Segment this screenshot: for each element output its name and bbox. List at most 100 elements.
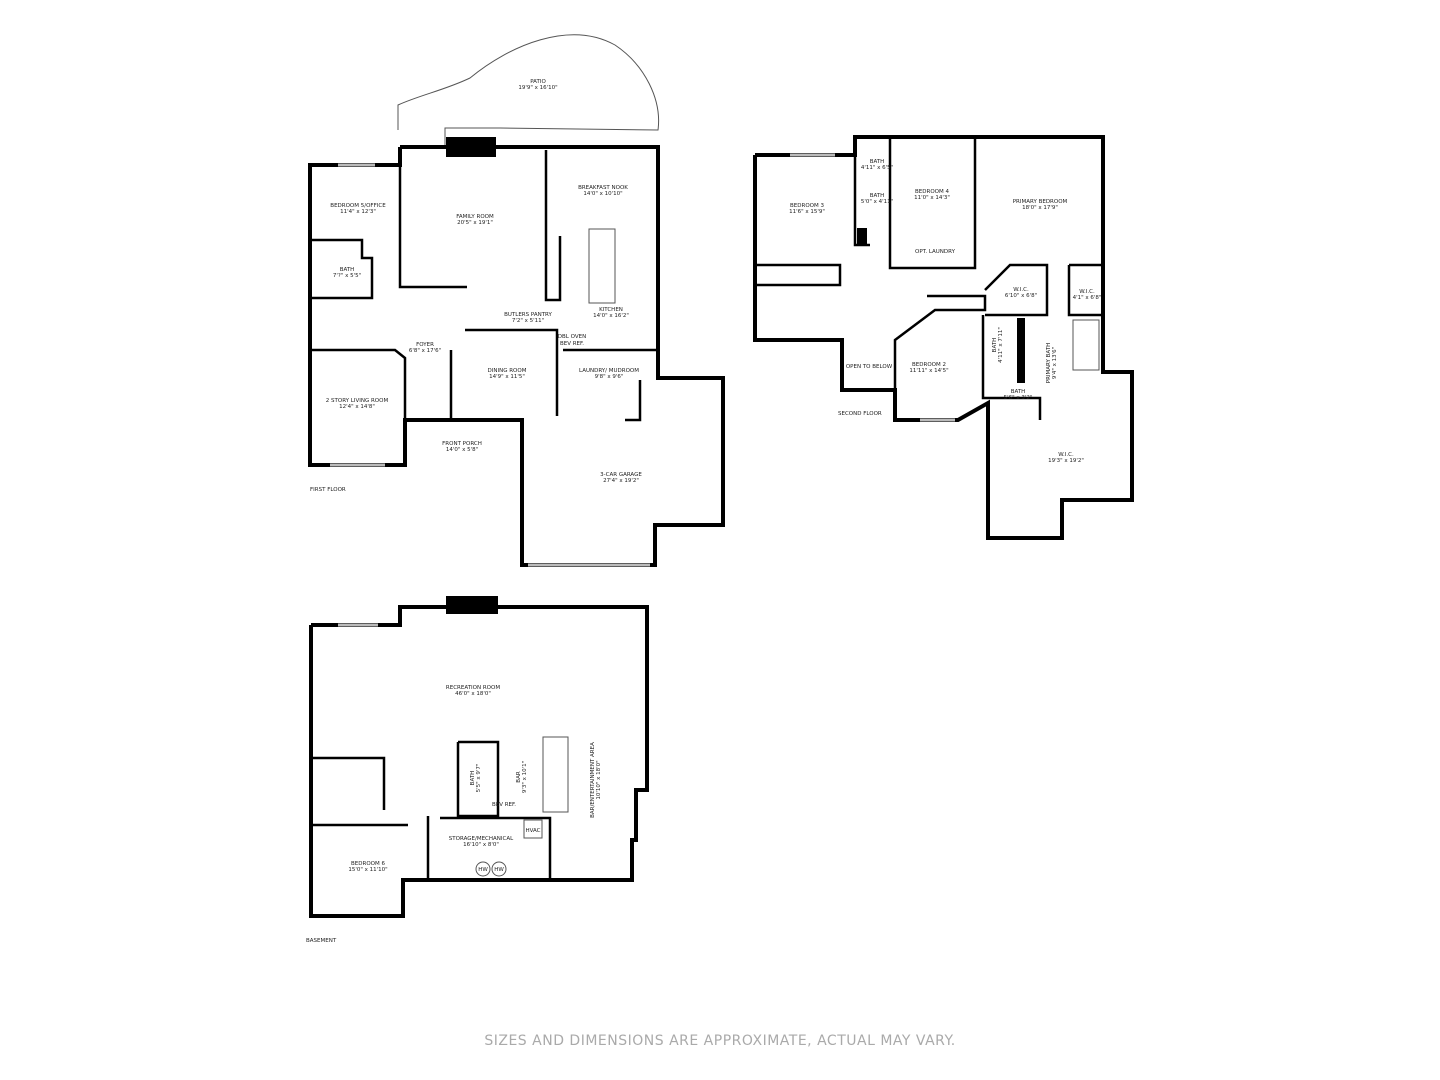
room-dimensions: 5'6" x 3'2"	[1004, 395, 1033, 401]
room-name: DINING ROOM	[488, 368, 527, 374]
room-name: LAUNDRY/ MUDROOM	[579, 368, 639, 374]
room-name: BUTLERS PANTRY	[504, 312, 552, 318]
room-name: BEDROOM 2	[912, 362, 946, 368]
room-dimensions: 19'3" x 19'2"	[1048, 458, 1084, 464]
room-name: BEDROOM 6	[351, 861, 385, 867]
room-dimensions: 11'4" x 12'3"	[340, 209, 376, 215]
first-floor-plan	[308, 34, 725, 567]
room-dimensions: 4'1" x 6'8"	[1073, 295, 1102, 301]
room-name: BREAKFAST NOOK	[578, 185, 628, 191]
fixture-label: BEV REF.	[492, 802, 516, 808]
room-dimensions: 14'0" x 5'8"	[446, 447, 478, 453]
room-name: PATIO	[530, 79, 546, 85]
room-dimensions: 14'0" x 16'2"	[593, 313, 629, 319]
room-name: BEDROOM 5/OFFICE	[330, 203, 386, 209]
room-name: 2 STORY LIVING ROOM	[326, 398, 389, 404]
disclaimer-footer: SIZES AND DIMENSIONS ARE APPROXIMATE, AC…	[484, 1033, 956, 1049]
room-name: PRIMARY BATH	[1046, 343, 1052, 383]
second-floor-exterior-wall	[753, 135, 1134, 540]
interior-wall	[981, 315, 1042, 420]
fireplace	[446, 596, 498, 614]
interior-wall	[1067, 263, 1105, 317]
first-floor-exterior-wall	[308, 145, 725, 567]
interior-wall	[625, 380, 642, 422]
room-dimensions: 16'10" x 8'0"	[463, 842, 499, 848]
room-dimensions: 14'0" x 10'10"	[583, 191, 622, 197]
room-dimensions: 5'5" x 9'7"	[476, 764, 482, 793]
fixture-label: BEV REF.	[560, 341, 584, 347]
room-dimensions: 4'11" x 6'5"	[861, 165, 893, 171]
room-dimensions: 18'0" x 17'9"	[1022, 205, 1058, 211]
room-dimensions: 20'5" x 19'1"	[457, 220, 493, 226]
chase	[857, 228, 867, 246]
interior-wall	[310, 348, 407, 420]
room-dimensions: 27'4" x 19'2"	[603, 478, 639, 484]
kitchen-island	[588, 228, 616, 304]
room-dimensions: 15'0" x 11'10"	[348, 867, 387, 873]
room-name: BATH	[870, 159, 885, 165]
room-name: KITCHEN	[599, 307, 623, 313]
room-name: STORAGE/MECHANICAL	[449, 836, 514, 842]
room-name: W.I.C.	[1013, 287, 1029, 293]
interior-wall	[984, 263, 1049, 317]
room-name: FAMILY ROOM	[456, 214, 494, 220]
room-name: BEDROOM 3	[790, 203, 824, 209]
fixture-label: HW	[478, 867, 488, 873]
room-name: BATH	[340, 267, 355, 273]
basement-exterior-wall	[309, 605, 649, 918]
room-dimensions: 4'11" x 7'11"	[998, 327, 1004, 363]
interior-wall	[465, 328, 559, 416]
room-name: BEDROOM 4	[915, 189, 949, 195]
interior-wall	[456, 740, 500, 818]
room-name: PRIMARY BEDROOM	[1013, 199, 1068, 205]
room-name: BAR/ENTERTAINMENT AREA	[590, 742, 596, 818]
fixture-label: DBL OVEN	[558, 334, 586, 340]
interior-wall	[310, 238, 374, 300]
interior-wall	[888, 137, 977, 270]
room-dimensions: 11'11" x 14'5"	[909, 368, 948, 374]
chase	[1017, 318, 1025, 383]
room-dimensions: 9'8" x 9'6"	[595, 374, 624, 380]
room-dimensions: 9'4" x 13'6"	[1052, 347, 1058, 379]
interior-wall	[398, 165, 467, 289]
basement-plan	[309, 596, 649, 918]
fireplace	[446, 137, 496, 157]
floor-label: SECOND FLOOR	[838, 411, 882, 417]
room-name: FRONT PORCH	[442, 441, 482, 447]
bathtub	[1072, 319, 1100, 371]
room-dimensions: 46'0" x 18'0"	[455, 691, 491, 697]
room-dimensions: 14'9" x 11'5"	[489, 374, 525, 380]
room-name: BATH	[870, 193, 885, 199]
patio-outline	[397, 34, 660, 147]
room-name: BAR	[516, 771, 522, 783]
floor-label: FIRST FLOOR	[310, 487, 346, 493]
interior-wall	[544, 150, 562, 302]
second-floor-plan	[753, 135, 1134, 540]
room-name: BATH	[470, 771, 476, 786]
water-heater	[475, 861, 491, 877]
interior-wall	[755, 263, 842, 287]
room-name: W.I.C.	[1058, 452, 1074, 458]
fixture-label: HVAC	[525, 828, 540, 834]
room-dimensions: 7'?" x 5'5"	[333, 273, 361, 279]
room-dimensions: 11'6" x 15'9"	[789, 209, 825, 215]
interior-wall	[893, 294, 987, 390]
floor-label: BASEMENT	[306, 938, 337, 944]
room-name: W.I.C.	[1079, 289, 1095, 295]
room-dimensions: 6'10" x 6'8"	[1005, 293, 1037, 299]
interior-wall	[440, 816, 552, 880]
fixture-label: HW	[494, 867, 504, 873]
room-dimensions: 12'4" x 14'8"	[339, 404, 375, 410]
room-dimensions: 9'3" x 10'1"	[522, 761, 528, 793]
room-dimensions: 6'8" x 17'6"	[409, 348, 441, 354]
room-name: RECREATION ROOM	[446, 685, 500, 691]
room-name: 3-CAR GARAGE	[600, 472, 642, 478]
room-name: OPT. LAUNDRY	[915, 249, 956, 255]
room-name: BATH	[992, 338, 998, 353]
bar-counter	[542, 736, 569, 813]
room-name: BATH	[1011, 389, 1026, 395]
hvac-unit	[523, 819, 543, 839]
room-name: OPEN TO BELOW	[846, 364, 893, 370]
